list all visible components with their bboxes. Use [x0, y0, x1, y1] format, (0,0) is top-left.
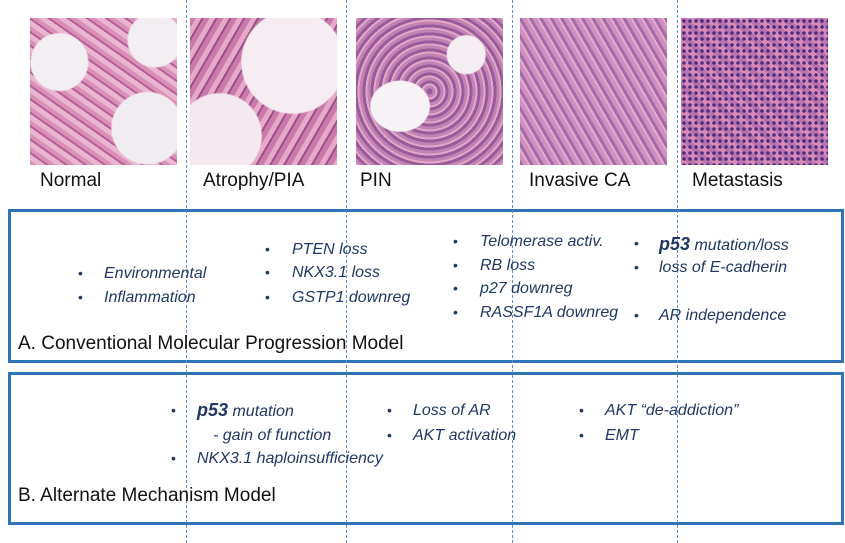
factor-item: AKT activation — [413, 427, 517, 444]
factor-subitem: - gain of function — [213, 427, 332, 444]
factor-item: loss of E-cadherin — [659, 259, 788, 276]
stage-label: Normal — [40, 170, 102, 191]
divider-line — [346, 0, 347, 543]
stage-label: Atrophy/PIA — [203, 170, 305, 191]
bullet: • — [579, 427, 584, 443]
bullet: • — [78, 289, 83, 305]
bullet: • — [453, 280, 458, 296]
p53-label: p53 — [659, 234, 691, 254]
model-b-box — [8, 372, 844, 525]
histology-metastasis-image — [681, 18, 828, 165]
divider-line — [512, 0, 513, 543]
factor-item: RB loss — [480, 257, 536, 274]
factor-item: AKT “de-addiction” — [605, 402, 739, 419]
factor-item: p53 mutation/loss — [659, 234, 789, 255]
divider-line — [186, 0, 187, 543]
stage-label: Invasive CA — [529, 170, 631, 191]
stage-label: PIN — [360, 170, 392, 191]
bullet: • — [265, 289, 270, 305]
stage-label: Metastasis — [692, 170, 783, 191]
factor-item: NKX3.1 haploinsufficiency — [197, 450, 383, 467]
p53-detail: mutation/loss — [690, 237, 789, 254]
histology-atrophy-image — [190, 18, 337, 165]
p53-label: p53 — [197, 400, 229, 420]
bullet: • — [634, 307, 639, 323]
model-b-title: B. Alternate Mechanism Model — [18, 485, 276, 506]
factor-item: Telomerase activ. — [480, 233, 604, 250]
model-a-box — [8, 209, 844, 363]
bullet: • — [453, 257, 458, 273]
factor-item: Loss of AR — [413, 402, 491, 419]
factor-item: PTEN loss — [292, 241, 368, 258]
bullet: • — [171, 402, 176, 418]
bullet: • — [453, 304, 458, 320]
bullet: • — [387, 427, 392, 443]
model-a-title: A. Conventional Molecular Progression Mo… — [18, 333, 404, 354]
bullet: • — [171, 450, 176, 466]
factor-item: NKX3.1 loss — [292, 264, 381, 281]
bullet: • — [634, 235, 639, 251]
histology-normal-image — [30, 18, 177, 165]
histology-pin-image — [356, 18, 503, 165]
factor-item: Inflammation — [104, 289, 196, 306]
bullet: • — [265, 241, 270, 257]
factor-item: Environmental — [104, 265, 207, 282]
bullet: • — [634, 259, 639, 275]
bullet: • — [579, 402, 584, 418]
factor-item: GSTP1 downreg — [292, 289, 411, 306]
bullet: • — [453, 233, 458, 249]
p53-detail: mutation — [228, 403, 294, 420]
factor-item: p27 downreg — [480, 280, 573, 297]
factor-item: EMT — [605, 427, 639, 444]
bullet: • — [265, 264, 270, 280]
factor-item: p53 mutation — [197, 400, 294, 421]
divider-line — [677, 0, 678, 543]
histology-invasive-image — [520, 18, 667, 165]
bullet: • — [78, 265, 83, 281]
factor-item: AR independence — [659, 307, 787, 324]
bullet: • — [387, 402, 392, 418]
factor-item: RASSF1A downreg — [480, 304, 619, 321]
